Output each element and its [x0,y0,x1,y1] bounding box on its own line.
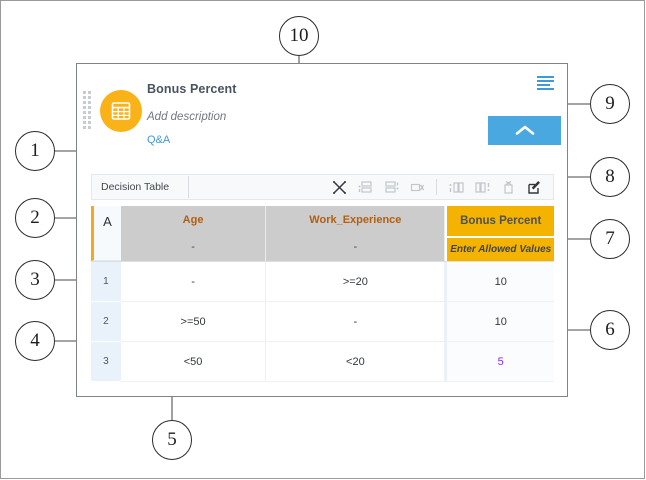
chevron-up-icon [515,125,534,135]
row-index[interactable]: 3 [91,342,121,382]
callout-7: 7 [590,219,630,259]
hamburger-menu-icon[interactable] [537,76,554,90]
table-grid-icon [100,90,142,132]
cell-work-experience[interactable]: - [266,302,446,342]
insert-column-right-icon[interactable] [469,175,495,199]
row-separator [445,262,448,302]
insert-row-above-icon[interactable] [352,175,378,199]
table-row[interactable]: 3 <50 <20 5 [91,342,554,382]
callout-8: 8 [590,157,630,197]
callout-9: 9 [590,84,630,124]
edit-icon[interactable] [521,175,547,199]
decision-table: A Age - Work_Experience - Bonus Percent … [91,206,554,382]
table-header-row: A Age - Work_Experience - Bonus Percent … [91,206,554,261]
callout-2: 2 [15,198,55,238]
drag-handle-dots-icon[interactable] [83,91,91,129]
callout-10: 10 [279,16,319,56]
cell-bonus-percent[interactable]: 10 [447,302,554,342]
output-column-gap [445,206,448,261]
delete-column-icon[interactable] [495,175,521,199]
decision-table-panel: Bonus Percent Add description Q&A Decisi… [76,63,568,397]
delete-row-icon[interactable] [404,175,430,199]
insert-column-left-icon[interactable] [443,175,469,199]
column-name: Age [182,214,204,226]
output-allowed-values-placeholder[interactable]: Enter Allowed Values [447,236,554,261]
column-allowed-values: - [353,241,358,253]
cell-age[interactable]: <50 [120,342,267,382]
column-allowed-values: - [191,241,195,253]
insert-row-below-icon[interactable] [378,175,404,199]
output-column-name: Bonus Percent [447,206,554,236]
table-row[interactable]: 2 >=50 - 10 [91,302,554,342]
column-header-work-experience[interactable]: Work_Experience - [266,206,446,261]
row-index[interactable]: 2 [91,302,121,342]
page-title: Bonus Percent [147,82,237,96]
cell-age[interactable]: - [120,262,267,302]
callout-4: 4 [15,321,55,361]
qa-link[interactable]: Q&A [147,134,171,146]
cell-work-experience[interactable]: >=20 [266,262,446,302]
column-header-bonus-percent[interactable]: Bonus Percent Enter Allowed Values [447,206,554,261]
row-separator [445,342,448,382]
decision-table-toolbar: Decision Table [91,174,554,200]
description-field[interactable]: Add description [147,111,227,123]
panel-header: Bonus Percent Add description Q&A [77,64,567,149]
cell-bonus-percent[interactable]: 5 [447,342,554,382]
toolbar-divider [188,176,189,198]
table-corner-label[interactable]: A [91,206,121,261]
toolbar-icon-group [189,175,553,199]
column-header-age[interactable]: Age - [120,206,267,261]
callout-5: 5 [152,420,192,460]
row-index[interactable]: 1 [91,262,121,302]
row-separator [445,302,448,342]
toolbar-icon-divider [436,179,437,195]
cell-bonus-percent[interactable]: 10 [447,262,554,302]
table-row[interactable]: 1 - >=20 10 [91,261,554,302]
column-name: Work_Experience [309,214,402,226]
callout-1: 1 [15,131,55,171]
cell-age[interactable]: >=50 [120,302,267,342]
clear-cells-icon[interactable] [326,175,352,199]
collapse-button[interactable] [488,116,561,145]
callout-6: 6 [590,310,630,350]
toolbar-label: Decision Table [101,181,170,193]
cell-work-experience[interactable]: <20 [266,342,446,382]
callout-3: 3 [15,260,55,300]
